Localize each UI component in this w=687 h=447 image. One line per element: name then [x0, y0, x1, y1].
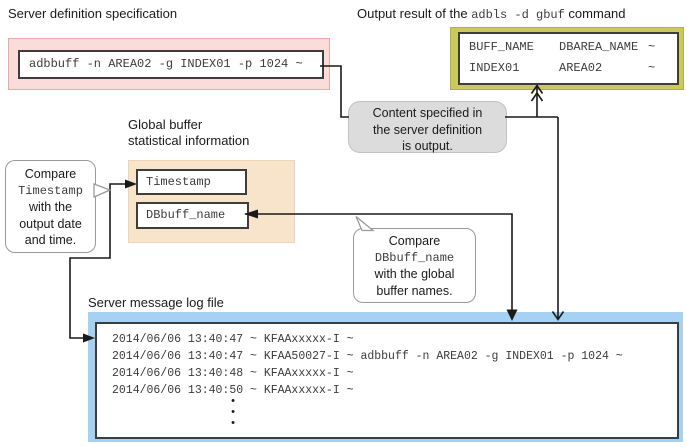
output-result-label: Output result of the adbls -d gbuf comma… [357, 6, 626, 22]
output-cell-tilde: ~ [648, 61, 656, 75]
server-definition-label: Server definition specification [8, 6, 178, 21]
compare-timestamp-line1: Compare [24, 167, 77, 181]
output-cell-buff-name: INDEX01 [469, 61, 520, 75]
compare-timestamp-line4: output date [19, 216, 82, 231]
log-ellipsis: • • • [226, 396, 240, 429]
output-table-data-row: INDEX01 AREA02 ~ [469, 58, 677, 79]
global-buffer-label-line2: statistical information [128, 133, 250, 148]
compare-timestamp-mono: Timestamp [18, 183, 83, 198]
compare-dbbuff-line3: with the global [374, 267, 455, 281]
timestamp-field-box: Timestamp [136, 169, 247, 195]
timestamp-field: Timestamp [146, 175, 211, 189]
content-specified-line2: the server definition [372, 122, 483, 137]
log-ellipsis-dot: • [231, 417, 235, 429]
log-ellipsis-dot: • [231, 406, 235, 418]
output-cell-dbarea-name: AREA02 [559, 61, 603, 75]
adbls-command-text: adbls -d gbuf [471, 8, 565, 22]
output-header-dbarea-name: DBAREA_NAME [559, 40, 639, 54]
pointer-timestamp-callout [93, 183, 112, 198]
server-definition-code-box: adbbuff -n AREA02 -g INDEX01 -p 1024 ~ [18, 50, 324, 79]
compare-dbbuff-mono: DBbuff_name [374, 250, 455, 265]
global-buffer-label-line1: Global buffer [128, 117, 203, 132]
output-result-label-prefix: Output result of the [357, 6, 472, 21]
arrowhead-open-up-2 [530, 91, 544, 102]
content-specified-callout: Content specified in the server definiti… [348, 101, 507, 153]
log-file-label: Server message log file [88, 295, 224, 310]
compare-dbbuff-callout: Compare DBbuff_name with the global buff… [353, 228, 476, 303]
compare-timestamp-callout: Compare Timestamp with the output date a… [5, 160, 96, 253]
output-result-table: BUFF_NAME DBAREA_NAME ~ INDEX01 AREA02 ~ [458, 32, 679, 85]
log-line: 2014/06/06 13:40:48 ~ KFAAxxxxx-I ~ [112, 367, 354, 380]
output-header-buff-name: BUFF_NAME [469, 40, 534, 54]
log-file-content: 2014/06/06 13:40:47 ~ KFAAxxxxx-I ~ 2014… [95, 322, 679, 439]
compare-dbbuff-line4: buffer names. [376, 283, 453, 298]
log-line: 2014/06/06 13:40:47 ~ KFAA50027-I ~ adbb… [112, 350, 623, 363]
server-definition-code: adbbuff -n AREA02 -g INDEX01 -p 1024 ~ [29, 57, 303, 71]
content-specified-line1: Content specified in [372, 106, 483, 120]
log-line: 2014/06/06 13:40:50 ~ KFAAxxxxx-I ~ [112, 384, 354, 397]
dbbuff-name-field-box: DBbuff_name [136, 202, 249, 229]
log-ellipsis-dot: • [231, 395, 235, 407]
output-result-label-suffix: command [564, 6, 626, 21]
content-specified-line3: is output. [402, 139, 453, 153]
compare-timestamp-line3: with the [28, 200, 73, 214]
compare-dbbuff-line1: Compare [388, 234, 441, 248]
global-buffer-label: Global buffer statistical information [128, 117, 249, 149]
output-table-header-row: BUFF_NAME DBAREA_NAME ~ [469, 37, 677, 58]
output-header-tilde: ~ [648, 40, 656, 54]
compare-timestamp-line5: and time. [24, 233, 77, 247]
dbbuff-name-field: DBbuff_name [146, 208, 226, 222]
log-line: 2014/06/06 13:40:47 ~ KFAAxxxxx-I ~ [112, 333, 354, 346]
